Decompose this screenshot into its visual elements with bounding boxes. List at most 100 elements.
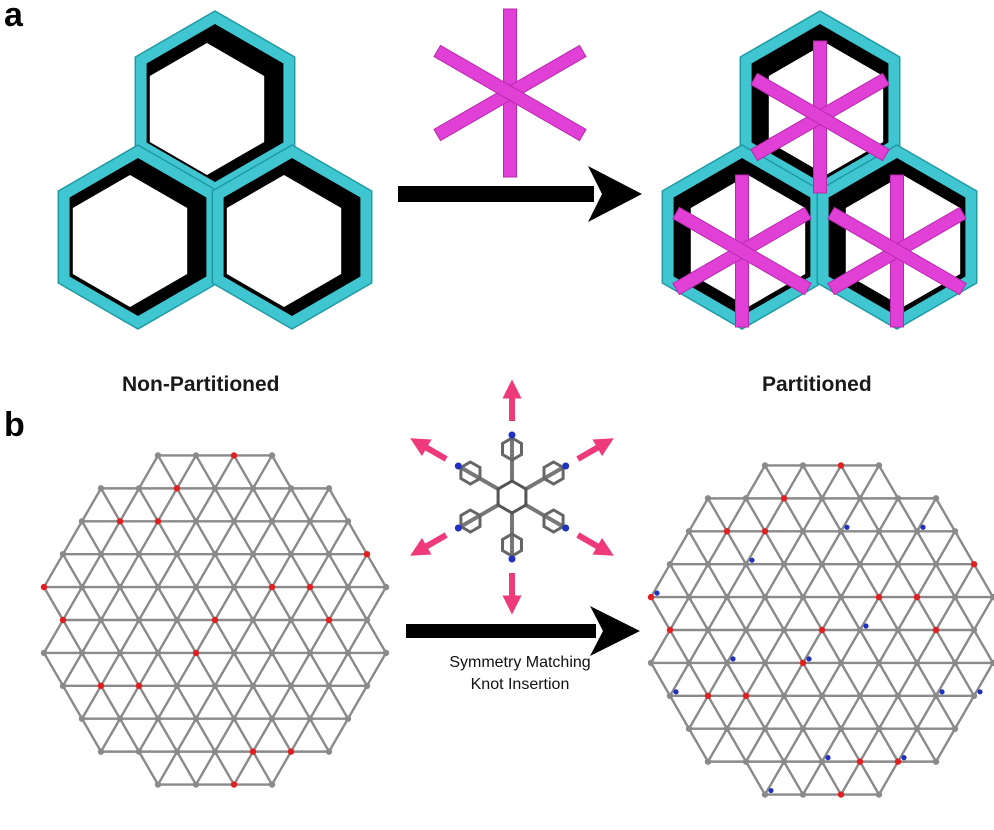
bond bbox=[763, 530, 786, 565]
bond bbox=[365, 553, 388, 588]
panel-letter-a: a bbox=[4, 0, 23, 34]
bond bbox=[346, 586, 369, 621]
atom bbox=[382, 649, 390, 657]
bond bbox=[782, 695, 805, 730]
bond bbox=[327, 487, 350, 522]
bond bbox=[858, 596, 881, 631]
atom bbox=[287, 550, 295, 558]
bond bbox=[232, 454, 255, 489]
bond bbox=[820, 563, 843, 598]
bond bbox=[649, 629, 672, 664]
bond bbox=[213, 685, 236, 720]
atom bbox=[154, 781, 162, 788]
bond bbox=[801, 563, 824, 598]
atom bbox=[799, 462, 807, 469]
atom bbox=[268, 452, 276, 459]
bond bbox=[896, 629, 919, 664]
nitrogen-atom bbox=[920, 524, 926, 530]
bond bbox=[953, 662, 976, 697]
bond bbox=[213, 751, 236, 786]
bond bbox=[820, 662, 843, 697]
bond bbox=[782, 629, 805, 664]
atom bbox=[875, 593, 883, 601]
arrow-label: Symmetry Matching Knot Insertion bbox=[408, 652, 632, 696]
knot-arm bbox=[827, 206, 967, 296]
arrow-a bbox=[398, 166, 642, 222]
bond bbox=[156, 685, 179, 720]
bond bbox=[820, 695, 843, 730]
atom bbox=[970, 692, 978, 700]
bond bbox=[801, 596, 824, 631]
atom bbox=[211, 748, 219, 755]
bond bbox=[232, 718, 255, 753]
bond bbox=[175, 685, 198, 720]
bond bbox=[232, 652, 255, 687]
bond bbox=[175, 751, 198, 786]
bond bbox=[213, 454, 236, 489]
bond bbox=[744, 530, 767, 565]
bond bbox=[649, 563, 672, 598]
atom bbox=[932, 560, 940, 568]
atom bbox=[685, 725, 693, 732]
arrow-label-line2: Knot Insertion bbox=[470, 676, 570, 693]
bond bbox=[877, 563, 900, 598]
atom bbox=[78, 583, 86, 591]
atom bbox=[382, 583, 390, 591]
bond bbox=[934, 563, 957, 598]
atom bbox=[268, 649, 276, 657]
bond bbox=[118, 718, 141, 753]
hex-opening bbox=[149, 43, 265, 175]
bond bbox=[744, 761, 767, 796]
bond bbox=[877, 497, 900, 532]
atom bbox=[249, 485, 257, 492]
atom bbox=[192, 518, 200, 525]
bond bbox=[820, 464, 843, 499]
atom bbox=[363, 616, 371, 624]
bond bbox=[308, 487, 331, 522]
bond bbox=[877, 629, 900, 664]
bond bbox=[346, 685, 369, 720]
atom bbox=[951, 528, 959, 535]
atom bbox=[837, 462, 845, 469]
bond bbox=[99, 619, 122, 654]
phenyl-ring bbox=[459, 508, 482, 534]
direction-arrow-icon bbox=[410, 532, 448, 556]
phenyl-ring bbox=[501, 436, 523, 462]
bond bbox=[346, 619, 369, 654]
atom bbox=[913, 659, 921, 667]
bond bbox=[61, 685, 84, 720]
atom bbox=[154, 715, 162, 722]
bond bbox=[820, 728, 843, 763]
bond bbox=[194, 685, 217, 720]
atom bbox=[249, 748, 257, 755]
atom bbox=[723, 593, 731, 601]
bond bbox=[327, 553, 350, 588]
bond bbox=[725, 563, 748, 598]
bond bbox=[289, 586, 312, 621]
atom bbox=[192, 781, 200, 788]
bond bbox=[251, 718, 274, 753]
bond bbox=[289, 718, 312, 753]
bond bbox=[194, 619, 217, 654]
bond bbox=[858, 464, 881, 499]
nitrogen-atom bbox=[749, 557, 755, 563]
bond bbox=[744, 596, 767, 631]
bond bbox=[99, 520, 122, 555]
bond bbox=[877, 530, 900, 565]
bond bbox=[763, 761, 786, 796]
bond bbox=[668, 596, 691, 631]
bond bbox=[137, 619, 160, 654]
atom bbox=[363, 550, 371, 558]
hex-opening bbox=[72, 175, 188, 307]
atom bbox=[344, 518, 352, 525]
bond bbox=[801, 497, 824, 532]
atom bbox=[818, 495, 826, 502]
atom bbox=[78, 518, 86, 525]
atom bbox=[154, 583, 162, 591]
bond bbox=[744, 662, 767, 697]
atom bbox=[268, 781, 276, 788]
bond bbox=[858, 629, 881, 664]
atom bbox=[913, 725, 921, 732]
bond bbox=[763, 563, 786, 598]
